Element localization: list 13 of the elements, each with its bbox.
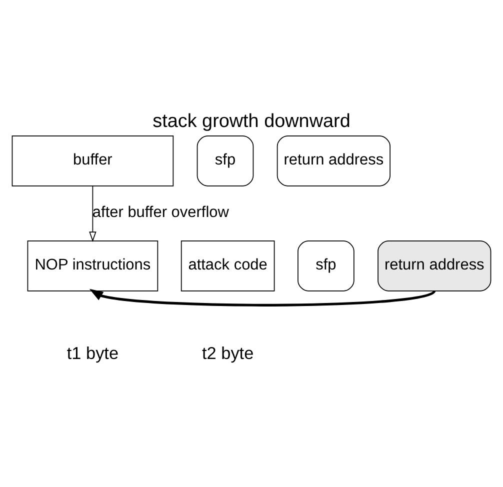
diagram-title: stack growth downward xyxy=(152,110,350,132)
node-box: buffer xyxy=(12,135,174,186)
node-box: return address xyxy=(276,135,390,186)
label: t2 byte xyxy=(202,342,254,362)
node-box: sfp xyxy=(196,135,254,186)
node-box: sfp xyxy=(298,240,354,291)
node-box: attack code xyxy=(180,240,275,291)
node-box: return address xyxy=(378,240,492,291)
arrow xyxy=(89,185,96,242)
edge-label: after buffer overflow xyxy=(92,204,229,221)
node-box: NOP instructions xyxy=(27,240,158,291)
label: t1 byte xyxy=(66,342,119,362)
arrow xyxy=(89,288,436,306)
